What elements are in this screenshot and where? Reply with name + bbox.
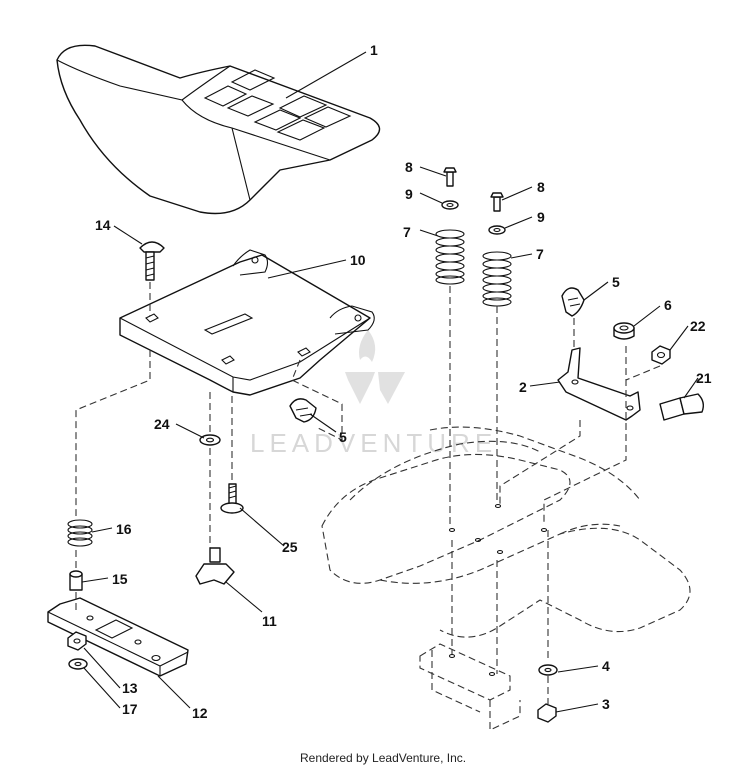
- spring-16: [67, 519, 93, 547]
- washer-17: [68, 658, 88, 670]
- callout-numbers: 1 2 3 4 5 5 6 7 7 8 8 9 9 10 11 12 13 14…: [95, 42, 712, 721]
- callout-1: 1: [370, 42, 378, 58]
- hex-nut-22: [651, 345, 671, 365]
- mounting-plate-12: [47, 597, 189, 677]
- flange-bolt-25: [220, 483, 244, 514]
- callout-8-left: 8: [405, 159, 413, 175]
- bushing: [613, 322, 635, 340]
- spring-stack-left: [435, 167, 465, 285]
- callout-14: 14: [95, 217, 111, 233]
- callout-15: 15: [112, 571, 128, 587]
- carriage-bolt: [139, 241, 165, 281]
- bolt-3: [537, 703, 557, 723]
- callout-9-right: 9: [537, 209, 545, 225]
- callout-24: 24: [154, 416, 170, 432]
- seat-pan: [119, 249, 375, 396]
- washer-4: [538, 664, 558, 676]
- callout-5-upper: 5: [612, 274, 620, 290]
- callout-22: 22: [690, 318, 706, 334]
- callout-21: 21: [696, 370, 712, 386]
- fender-frame-outline: [321, 426, 691, 731]
- callout-13: 13: [122, 680, 138, 696]
- shoulder-bolt: [659, 393, 705, 421]
- callout-17: 17: [122, 701, 138, 717]
- spacer-15: [69, 570, 83, 591]
- callout-8-right: 8: [537, 179, 545, 195]
- callout-25: 25: [282, 539, 298, 555]
- rendered-by-footer: Rendered by LeadVenture, Inc.: [300, 751, 466, 765]
- callout-7-right: 7: [536, 246, 544, 262]
- seat: [56, 44, 381, 215]
- callout-6: 6: [664, 297, 672, 313]
- assembly-lines: [75, 282, 661, 704]
- watermark-text: LEADVENTURE: [250, 428, 497, 458]
- callout-3: 3: [602, 696, 610, 712]
- callout-4: 4: [602, 658, 610, 674]
- spring-stack-right: [482, 192, 512, 307]
- leadventure-watermark: LEADVENTURE: [250, 330, 497, 458]
- seat-bracket: [557, 347, 641, 421]
- callout-11: 11: [262, 613, 277, 629]
- wing-knob-11: [195, 547, 235, 585]
- callout-10: 10: [350, 252, 366, 268]
- callout-16: 16: [116, 521, 132, 537]
- leader-lines: [81, 51, 699, 713]
- callout-7-left: 7: [403, 224, 411, 240]
- nut-13: [67, 631, 87, 651]
- spring-clip-upper: [561, 287, 585, 317]
- callout-2: 2: [519, 379, 527, 395]
- washer-24: [199, 434, 221, 446]
- callout-12: 12: [192, 705, 208, 721]
- callout-5-lower: 5: [339, 429, 347, 445]
- spring-clip-lower: [289, 398, 317, 423]
- callout-9-left: 9: [405, 186, 413, 202]
